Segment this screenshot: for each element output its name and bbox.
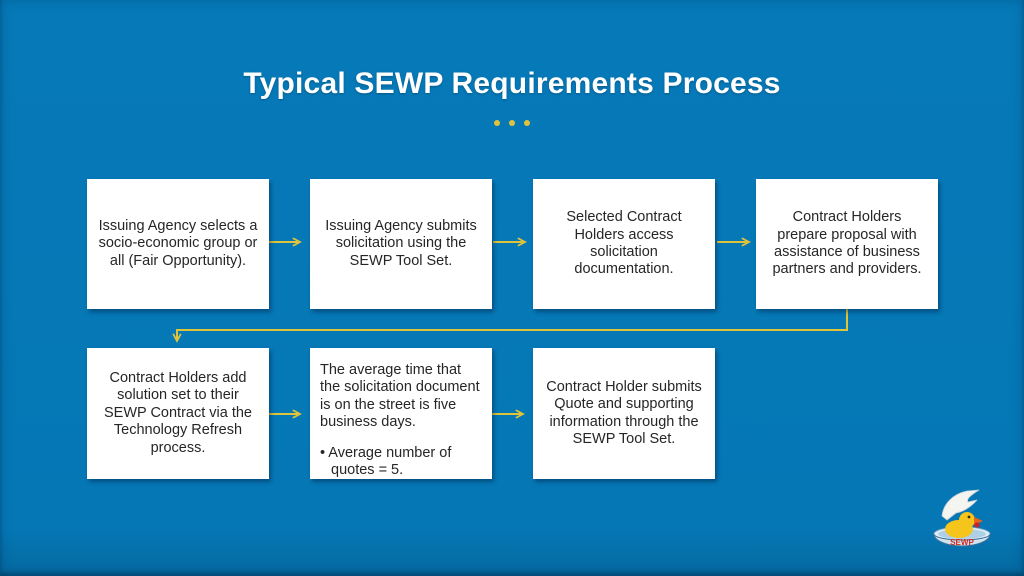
process-step-7: Contract Holder submits Quote and suppor… bbox=[533, 348, 715, 479]
sewp-duck-logo: SEWP bbox=[933, 489, 991, 547]
process-step-6-text: The average time that the solicitation d… bbox=[320, 362, 480, 431]
process-step-7-text: Contract Holder submits Quote and suppor… bbox=[546, 378, 702, 447]
process-step-6-bullet: • Average number of quotes = 5. bbox=[320, 444, 452, 478]
logo-label: SEWP bbox=[950, 538, 974, 547]
process-step-1: Issuing Agency selects a socio-economic … bbox=[87, 179, 269, 309]
bowl-front bbox=[933, 533, 991, 547]
duck-icon bbox=[945, 512, 983, 538]
process-step-4: Contract Holders prepare proposal with a… bbox=[756, 179, 938, 309]
process-step-2-text: Issuing Agency submits solicitation usin… bbox=[325, 217, 477, 269]
slide-title: Typical SEWP Requirements Process bbox=[243, 67, 781, 100]
process-step-3: Selected Contract Holders access solicit… bbox=[533, 179, 715, 309]
process-step-5: Contract Holders add solution set to the… bbox=[87, 348, 269, 479]
process-step-4-text: Contract Holders prepare proposal with a… bbox=[772, 209, 922, 278]
separator-dot bbox=[494, 120, 500, 126]
process-step-3-text: Selected Contract Holders access solicit… bbox=[566, 209, 682, 278]
title-separator-dots bbox=[0, 120, 1024, 126]
arrow-step4-step5 bbox=[172, 309, 848, 343]
swoosh-icon bbox=[941, 489, 980, 521]
process-step-1-text: Issuing Agency selects a socio-economic … bbox=[98, 217, 258, 269]
separator-dot bbox=[509, 120, 515, 126]
separator-dot bbox=[524, 120, 530, 126]
process-step-2: Issuing Agency submits solicitation usin… bbox=[310, 179, 492, 309]
process-step-6: The average time that the solicitation d… bbox=[310, 348, 492, 479]
process-step-5-text: Contract Holders add solution set to the… bbox=[103, 370, 253, 456]
